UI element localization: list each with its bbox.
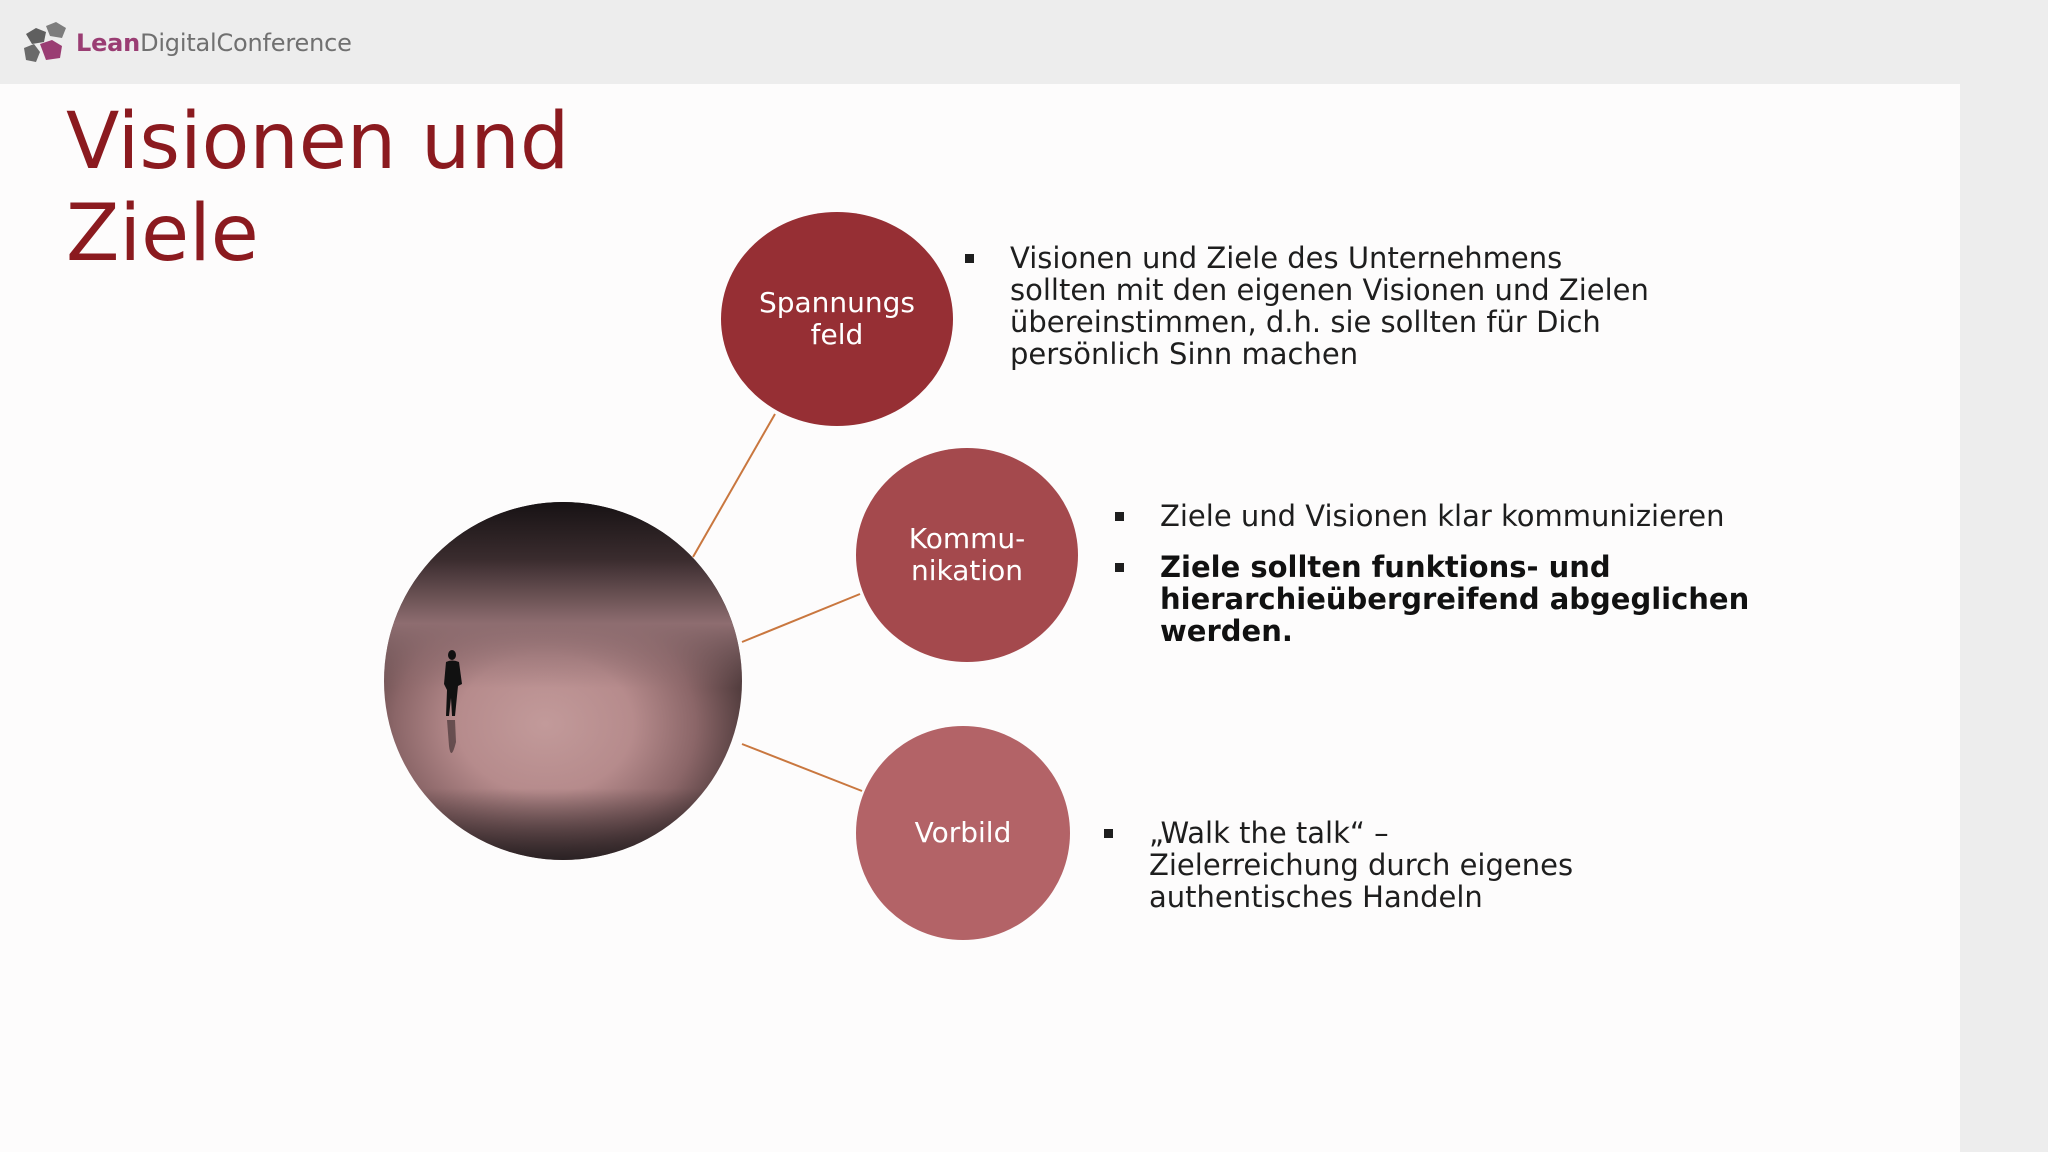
bullet-spannungsfeld: Visionen und Ziele des Unternehmens soll… [965,241,1650,371]
connector-vorbild [741,743,863,792]
node-kommunikation: Kommu- nikation [856,448,1078,662]
slide-title: Visionen und Ziele [66,97,570,279]
bullet-marker [1115,512,1124,521]
bullet-vorbild-text: „Walk the talk“ – Zielerreichung durch e… [1149,816,1574,914]
fog-overlay [384,502,742,860]
bullet-marker [1115,563,1124,572]
slide-canvas: Visionen und Ziele Spannungs feld Kommu-… [0,84,1960,1152]
node-kommunikation-label: Kommu- nikation [908,522,1026,587]
node-spannungsfeld-label: Spannungs feld [758,286,916,351]
logo-icon [24,22,66,62]
bullet-marker [1104,829,1113,838]
person-in-fog-image [384,502,742,860]
bullet-marker [965,254,974,263]
top-bar: LeanDigitalConference [0,0,2048,84]
person-silhouette-icon [444,650,462,754]
bullet-spannungsfeld-text: Visionen und Ziele des Unternehmens soll… [1010,241,1649,371]
logo-wordmark: LeanDigitalConference [76,29,352,57]
connector-kommunikation [741,593,861,643]
right-margin-strip [1960,84,2048,1152]
bullet-kommunikation-2-text: Ziele sollten funktions- und hierarchieü… [1160,550,1750,648]
node-spannungsfeld: Spannungs feld [721,212,953,426]
bullet-vorbild: „Walk the talk“ – Zielerreichung durch e… [1104,816,1709,914]
conference-logo: LeanDigitalConference [20,18,352,68]
bullet-kommunikation-1: Ziele und Visionen klar kommunizieren [1115,499,1780,533]
logo-word-conference: DigitalConference [140,29,352,57]
node-vorbild-label: Vorbild [914,816,1012,849]
bullet-kommunikation-1-text: Ziele und Visionen klar kommunizieren [1160,499,1725,533]
bullet-kommunikation-2: Ziele sollten funktions- und hierarchieü… [1115,550,1780,648]
node-vorbild: Vorbild [856,726,1070,940]
logo-word-lean: Lean [76,29,141,57]
